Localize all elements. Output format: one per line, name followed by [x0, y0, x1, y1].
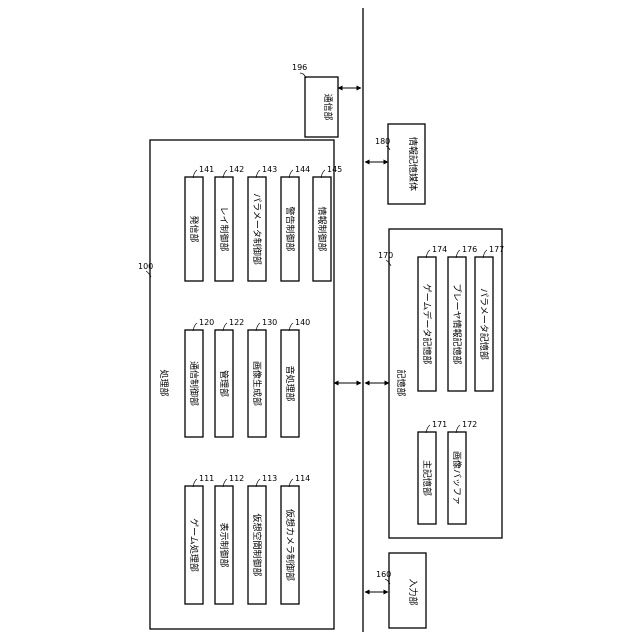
information-storage-medium: 180 情報記憶媒体 — [375, 124, 425, 204]
processing-module-ref: 144 — [295, 165, 310, 174]
input-unit: 160 入力部 — [376, 553, 426, 628]
processing-module-label: レイ制御部 — [218, 206, 230, 251]
processing-module-ref: 120 — [199, 318, 214, 327]
processing-unit-label: 処理部 — [158, 369, 170, 396]
processing-module-ref: 111 — [199, 474, 214, 483]
storage-unit-label: 記憶部 — [395, 369, 407, 396]
processing-module-ref: 112 — [229, 474, 244, 483]
processing-module-ref: 140 — [295, 318, 310, 327]
input-unit-ref: 160 — [376, 570, 391, 579]
processing-module-ref: 122 — [229, 318, 244, 327]
storage-medium-ref: 180 — [375, 137, 390, 146]
processing-module-145: 145 情報制御部 — [313, 165, 342, 281]
processing-module-label: 音処理部 — [284, 365, 296, 401]
processing-module-label: パラメータ制御部 — [251, 193, 263, 265]
storage-module-label: 画像バッファ — [451, 451, 463, 505]
processing-module-ref: 141 — [199, 165, 214, 174]
processing-module-label: 発信部 — [188, 215, 200, 242]
processing-module-label: ゲーム処理部 — [188, 518, 200, 572]
processing-module-label: 表示制御部 — [218, 522, 230, 567]
storage-module-label: ゲームデータ記憶部 — [421, 284, 433, 365]
storage-module-ref: 177 — [489, 245, 504, 254]
storage-module-ref: 172 — [462, 420, 477, 429]
communication-unit-ref: 196 — [292, 63, 307, 72]
storage-module-ref: 176 — [462, 245, 477, 254]
storage-module-ref: 171 — [432, 420, 447, 429]
input-unit-label: 入力部 — [407, 578, 419, 605]
processing-module-ref: 143 — [262, 165, 277, 174]
processing-module-label: 仮想カメラ制御部 — [284, 509, 296, 581]
processing-module-ref: 145 — [327, 165, 342, 174]
processing-module-label: 管理部 — [218, 370, 230, 397]
communication-unit-label: 通信部 — [322, 93, 334, 120]
processing-module-ref: 142 — [229, 165, 244, 174]
processing-module-label: 通信制御部 — [188, 361, 200, 406]
processing-module-label: 仮想空間制御部 — [251, 513, 263, 576]
storage-module-label: パラメータ記憶部 — [478, 288, 490, 360]
storage-medium-label: 情報記憶媒体 — [407, 137, 419, 191]
processing-module-ref: 113 — [262, 474, 277, 483]
processing-unit-ref: 100 — [138, 262, 153, 271]
processing-module-label: 警告制御部 — [284, 206, 296, 251]
storage-module-ref: 174 — [432, 245, 447, 254]
processing-unit: 100 処理部 — [138, 140, 334, 629]
storage-unit-ref: 170 — [378, 251, 393, 260]
storage-module-label: プレーヤ情報記憶部 — [451, 283, 463, 364]
communication-unit: 196 通信部 — [292, 63, 338, 137]
processing-module-ref: 114 — [295, 474, 310, 483]
processing-module-label: 画像生成部 — [251, 361, 263, 406]
processing-module-label: 情報制御部 — [316, 206, 328, 251]
processing-module-ref: 130 — [262, 318, 277, 327]
storage-module-label: 主記憶部 — [421, 460, 433, 496]
